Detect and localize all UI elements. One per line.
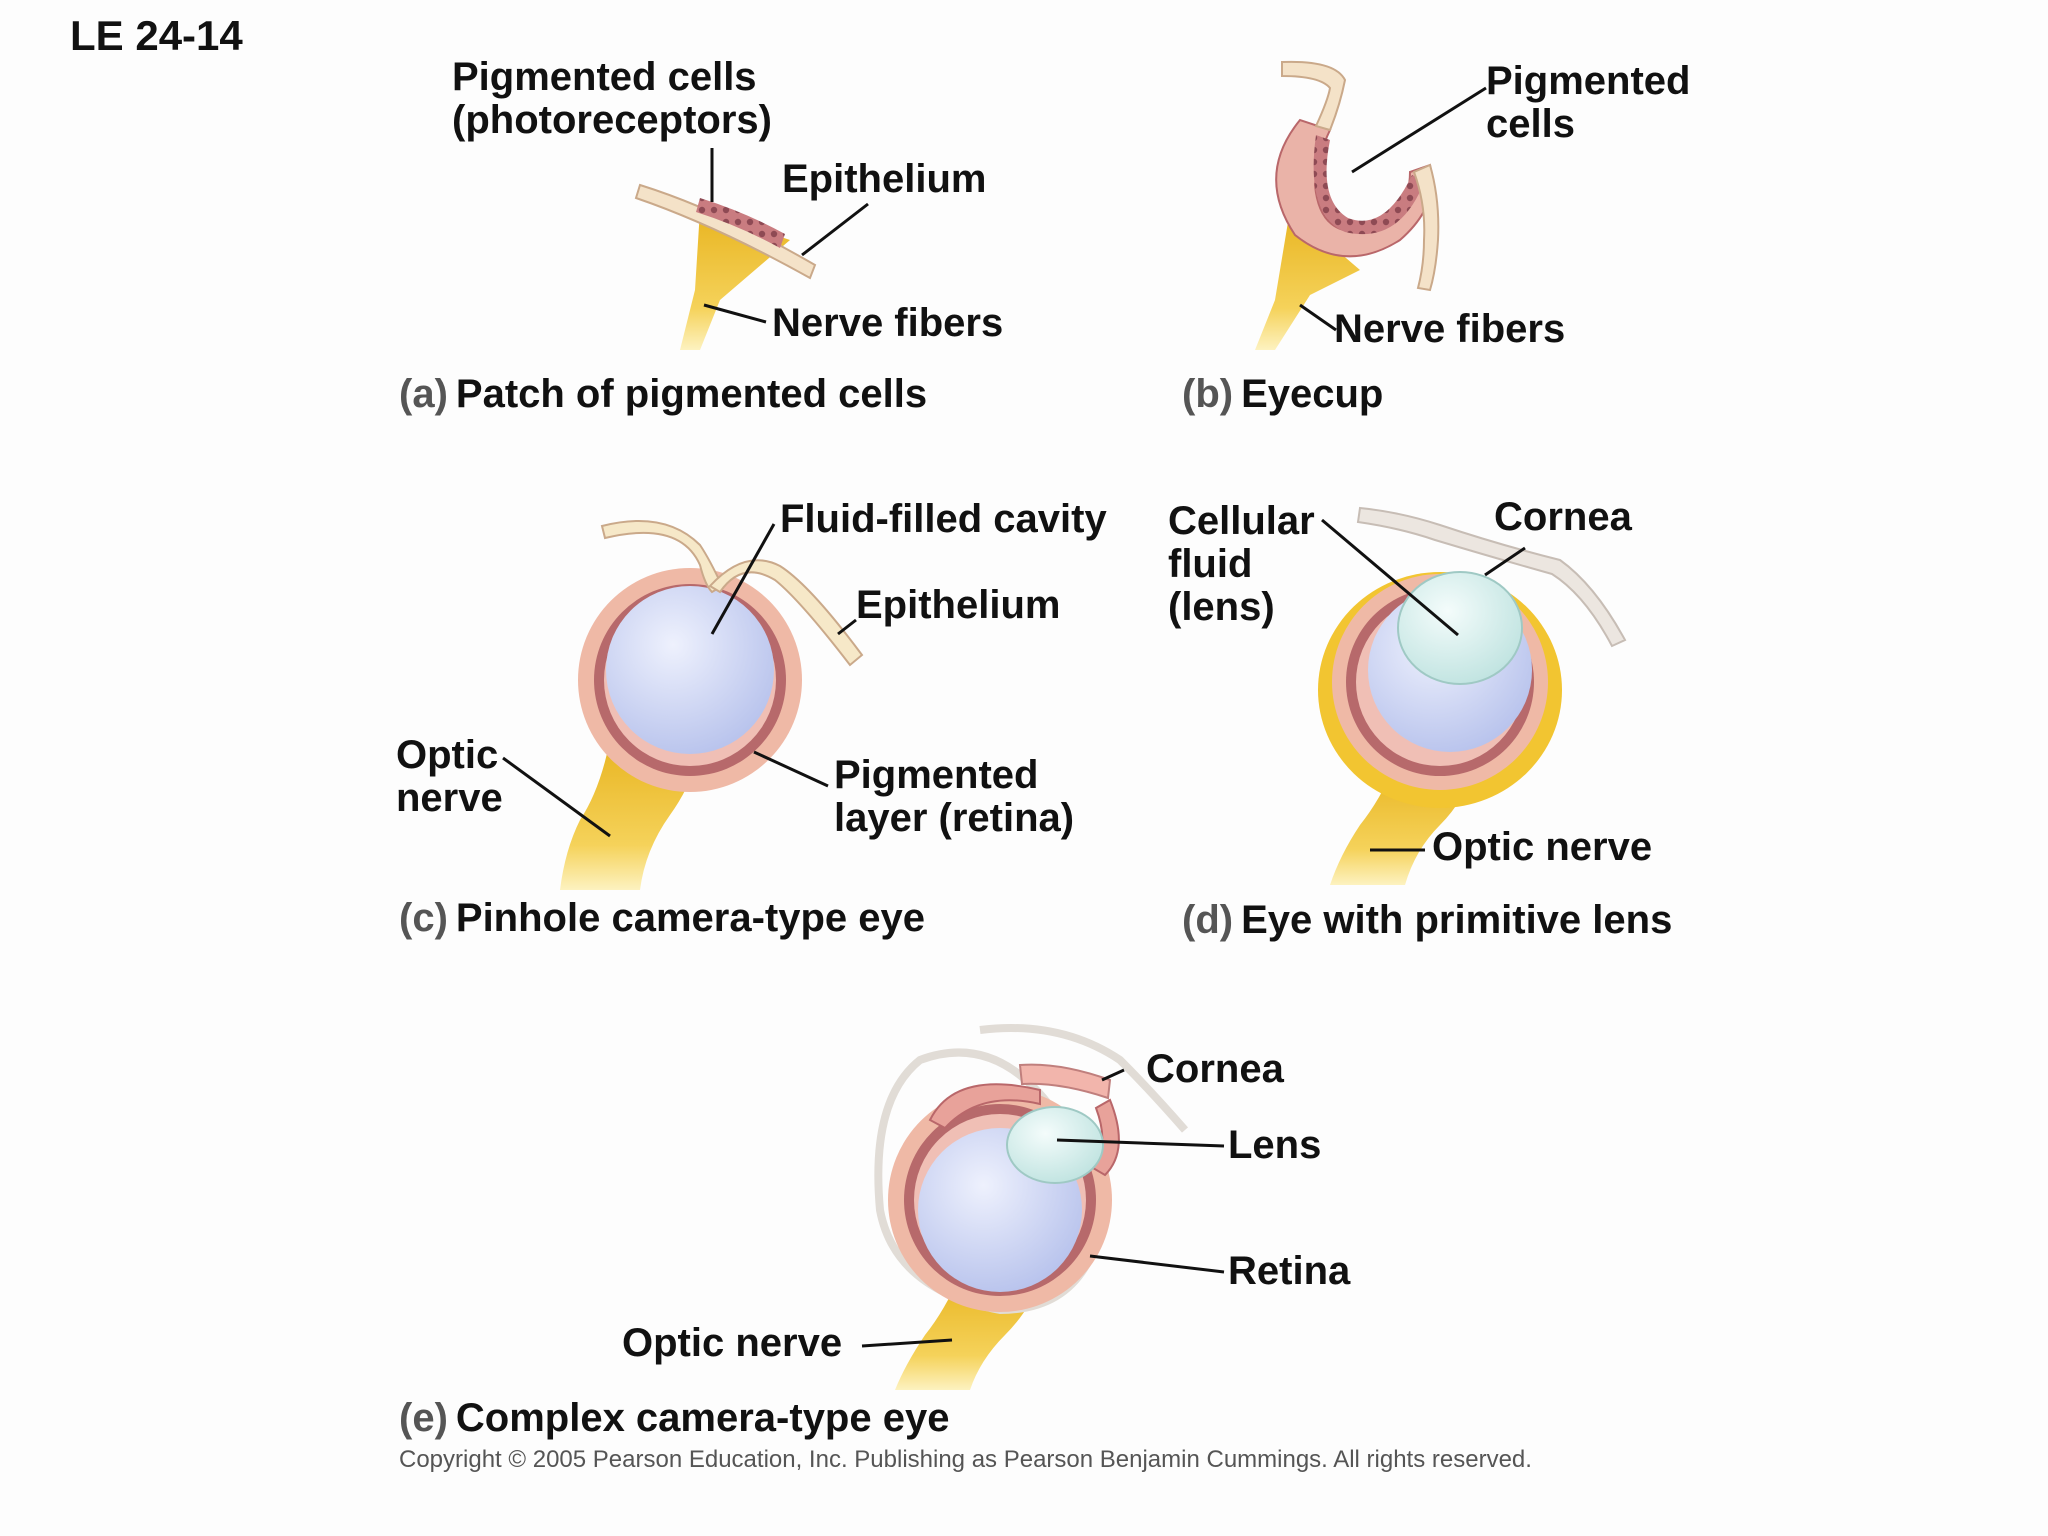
- lens-shape: [1006, 1106, 1104, 1184]
- leader-epithelium-a: [801, 202, 869, 257]
- leader-nerve-a: [703, 303, 767, 324]
- caption-letter: (e): [399, 1396, 448, 1440]
- label-optic-nerve-e: Optic nerve: [622, 1321, 843, 1365]
- caption-d: (d)Eye with primitive lens: [1182, 898, 1672, 943]
- leader-epithelium-c: [837, 618, 857, 636]
- epithelium-left: [1281, 60, 1347, 132]
- caption-title: Complex camera-type eye: [455, 1396, 950, 1440]
- leader-pigmented-layer: [753, 750, 829, 788]
- label-line: Pigmented: [834, 753, 1039, 797]
- leader-pigmented-b: [1351, 86, 1487, 174]
- label-pigmented-cells-a: Pigmented cells (photoreceptors): [452, 56, 772, 142]
- caption-letter: (a): [399, 372, 448, 416]
- label-line: cells: [1486, 102, 1575, 146]
- eyecup-cells: [1313, 135, 1425, 235]
- nerve-fibers-shape: [1255, 210, 1360, 350]
- label-optic-nerve-d: Optic nerve: [1432, 825, 1653, 869]
- leader-cornea-e: [1101, 1068, 1125, 1082]
- panel-e-drawing: [861, 1024, 1225, 1390]
- leader-cellular-fluid: [1321, 518, 1459, 637]
- leader-nerve-b: [1299, 303, 1337, 332]
- label-cornea-d: Cornea: [1494, 495, 1632, 539]
- label-pigmented-layer: Pigmented layer (retina): [834, 754, 1074, 840]
- caption-title: Patch of pigmented cells: [455, 372, 928, 416]
- label-fluid-cavity: Fluid-filled cavity: [780, 497, 1107, 541]
- label-line: (photoreceptors): [452, 98, 772, 142]
- label-retina-e: Retina: [1228, 1249, 1351, 1293]
- outer-epithelium: [979, 1024, 1189, 1133]
- label-optic-nerve-c: Optic nerve: [396, 734, 503, 820]
- cornea-shape: [1018, 1063, 1112, 1100]
- cornea-strip: [1356, 506, 1627, 648]
- label-cornea-e: Cornea: [1146, 1047, 1284, 1091]
- figure-id: LE 24-14: [70, 12, 243, 59]
- label-line: layer (retina): [834, 796, 1075, 840]
- caption-title: Pinhole camera-type eye: [455, 896, 925, 940]
- fluid-cavity-sphere: [606, 586, 774, 754]
- iris-left: [928, 1083, 1041, 1130]
- epithelium-right: [1412, 163, 1440, 292]
- copyright-notice: Copyright © 2005 Pearson Education, Inc.…: [399, 1446, 1532, 1473]
- caption-c: (c)Pinhole camera-type eye: [399, 896, 925, 941]
- panel-d-drawing: [1318, 506, 1627, 885]
- label-line: Pigmented: [1486, 59, 1691, 103]
- label-line: nerve: [396, 776, 503, 820]
- caption-title: Eyecup: [1241, 372, 1384, 416]
- label-cellular-fluid: Cellular fluid (lens): [1168, 500, 1315, 629]
- photoreceptor-cells: [696, 198, 785, 248]
- label-lens-e: Lens: [1228, 1123, 1322, 1167]
- epithelium-strip: [634, 183, 817, 280]
- label-line: Pigmented cells: [452, 55, 757, 99]
- leader-fluid-cavity: [710, 523, 776, 635]
- caption-a: (a)Patch of pigmented cells: [399, 372, 927, 417]
- label-pigmented-cells-b: Pigmented cells: [1486, 60, 1690, 146]
- leader-lens-e: [1056, 1138, 1225, 1148]
- caption-title: Eye with primitive lens: [1241, 898, 1673, 942]
- label-epithelium-a: Epithelium: [782, 157, 987, 201]
- leader-optic-e: [861, 1338, 953, 1348]
- label-epithelium-c: Epithelium: [856, 583, 1061, 627]
- caption-e: (e)Complex camera-type eye: [399, 1396, 949, 1441]
- panel-b-drawing: [1255, 60, 1487, 350]
- primitive-lens: [1397, 571, 1523, 685]
- leader-retina-e: [1089, 1254, 1225, 1274]
- panel-c-drawing: [502, 520, 864, 890]
- leader-cornea-d: [1484, 546, 1526, 577]
- caption-letter: (c): [399, 896, 448, 940]
- caption-letter: (d): [1182, 898, 1234, 942]
- panel-a-drawing: [634, 148, 869, 350]
- label-line: Optic: [396, 733, 499, 777]
- label-nerve-fibers-b: Nerve fibers: [1334, 307, 1566, 351]
- caption-letter: (b): [1182, 372, 1234, 416]
- leader-optic-c: [502, 756, 611, 838]
- caption-b: (b)Eyecup: [1182, 372, 1383, 417]
- label-line: (lens): [1168, 585, 1275, 629]
- label-line: Cellular: [1168, 499, 1315, 543]
- epithelium-flap-right: [708, 559, 864, 667]
- label-nerve-fibers-a: Nerve fibers: [772, 301, 1004, 345]
- label-line: fluid: [1168, 542, 1253, 586]
